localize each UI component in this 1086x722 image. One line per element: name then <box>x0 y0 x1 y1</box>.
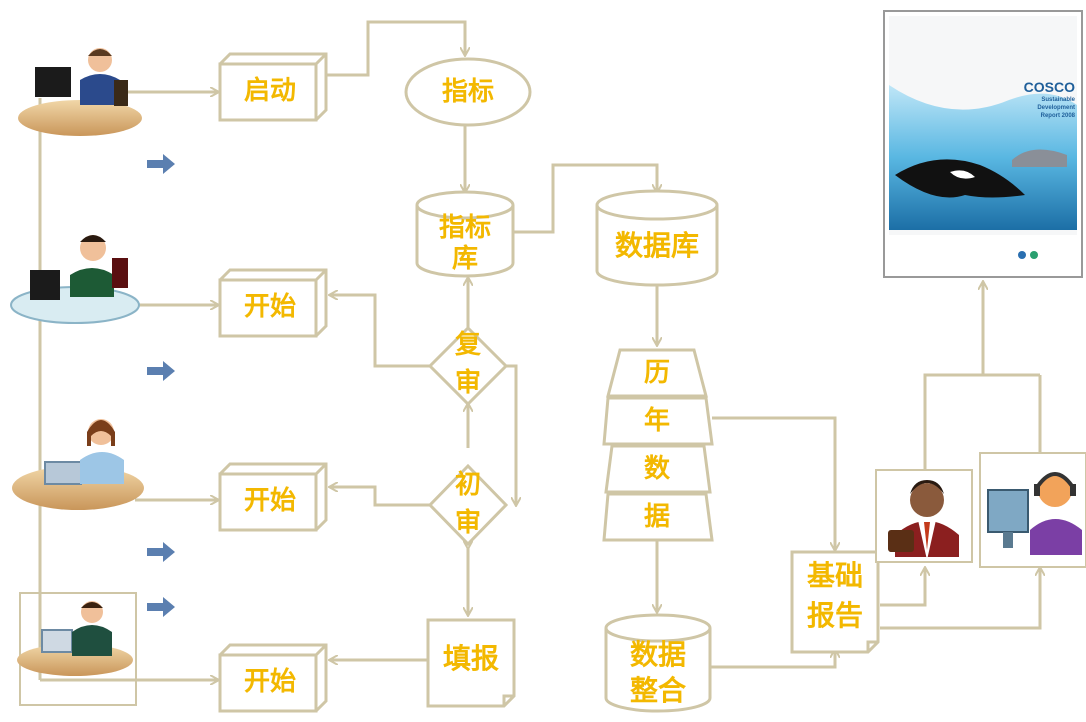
start-box-2 <box>218 462 328 532</box>
historical-data-label-4: 据 <box>643 502 670 532</box>
indicator-db-label-line2: 库 <box>451 244 478 274</box>
blue-arrow-icon <box>147 154 175 174</box>
first-check-label-line1: 初 <box>454 470 481 500</box>
start-box-2-label: 开始 <box>243 486 296 516</box>
basic-report-label-line2: 报告 <box>806 599 863 632</box>
worker-2-icon <box>10 235 140 324</box>
report-cover-subtitle-2: Development <box>1037 105 1075 111</box>
recheck-diamond <box>427 325 509 407</box>
database-cylinder <box>595 189 719 287</box>
indicator-db-label-line1: 指标 <box>438 213 491 243</box>
start-box-3-label: 开始 <box>243 667 296 697</box>
data-integration-label-line2: 整合 <box>629 674 686 707</box>
report-cover-brand: COSCO <box>1023 79 1075 95</box>
report-cover-subtitle-1: Sustainable <box>1041 97 1075 103</box>
first-check-label-line2: 审 <box>454 508 481 538</box>
blue-arrow-icon <box>147 542 175 562</box>
historical-data-label-2: 年 <box>643 406 670 436</box>
report-cover-image <box>883 10 1083 278</box>
indicator-node <box>404 57 532 127</box>
historical-data-stack <box>602 348 714 542</box>
businessman-icon <box>888 480 959 560</box>
blue-arrow-icon <box>147 597 175 617</box>
start-box-1 <box>218 268 328 338</box>
fill-report-label: 填报 <box>442 642 499 675</box>
report-cover-subtitle-3: Report 2008 <box>1040 113 1075 119</box>
start-box-launch <box>218 52 328 122</box>
worker-4-icon <box>17 592 137 706</box>
connectors <box>38 20 1040 680</box>
basic-report-label-line1: 基础 <box>806 559 863 592</box>
worker-1-icon <box>18 48 142 136</box>
fill-report-document <box>426 618 516 708</box>
worker-3-icon <box>12 419 144 510</box>
launch-box-label: 启动 <box>243 76 296 106</box>
indicator-db-cylinder <box>415 190 515 278</box>
blue-arrow-icon <box>147 361 175 381</box>
data-integration-cylinder <box>604 613 712 713</box>
start-box-3 <box>218 643 328 713</box>
first-check-diamond <box>427 463 509 547</box>
data-integration-label-line1: 数据 <box>629 638 686 671</box>
historical-data-label-3: 数 <box>643 454 670 484</box>
recheck-label-line2: 审 <box>454 368 481 398</box>
blue-arrows <box>147 154 175 617</box>
start-box-1-label: 开始 <box>243 292 296 322</box>
basic-report-document <box>790 550 880 654</box>
database-label: 数据库 <box>614 229 699 262</box>
historical-data-label-1: 历 <box>643 358 670 388</box>
indicator-label: 指标 <box>441 77 494 107</box>
operator-icon <box>987 472 1082 555</box>
recheck-label-line1: 复 <box>454 330 481 360</box>
